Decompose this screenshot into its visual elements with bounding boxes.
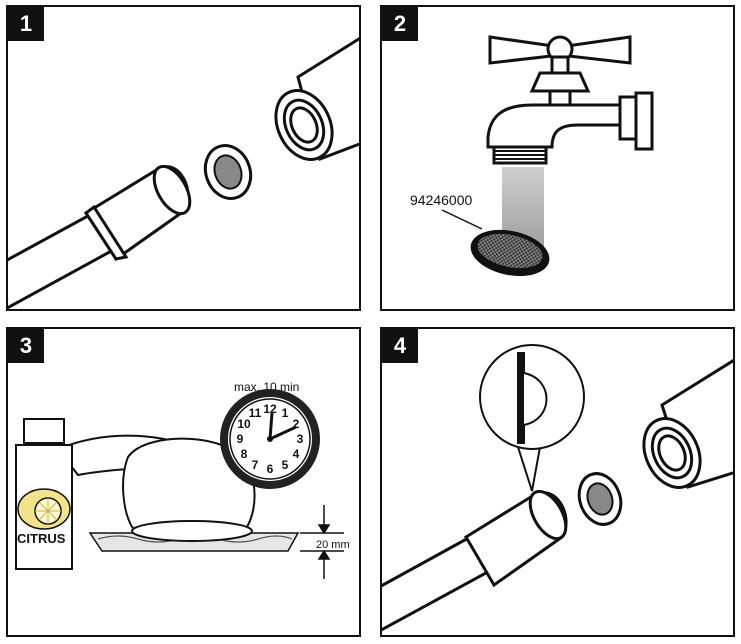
part-number-label: 94246000 [410, 192, 473, 208]
part-number-leader [441, 209, 483, 230]
faucet-filter-illustration: 94246000 [410, 35, 654, 277]
handle-connector [274, 37, 359, 161]
panel-1: 1 [6, 5, 361, 311]
panel-2: 2 [380, 5, 735, 311]
clock-numeral: 8 [241, 447, 248, 461]
clock-caption: max. 10 min [234, 380, 299, 394]
hose-disassembly-illustration [8, 37, 359, 309]
clock-numeral: 12 [263, 402, 277, 416]
depth-label: 20 mm [316, 539, 350, 551]
panel-3: 3 CITRUS max. 10 min [6, 327, 361, 637]
lemon-icon [17, 488, 71, 530]
faucet-thread [494, 150, 546, 160]
clock-numeral: 5 [282, 458, 289, 472]
clock-numeral: 7 [252, 458, 259, 472]
step-number-badge: 3 [8, 329, 44, 363]
mesh-filter-disc [470, 229, 550, 277]
depth-dimension [300, 505, 344, 579]
panel-4: 4 [380, 327, 735, 637]
clock-numeral: 6 [267, 462, 274, 476]
handle-connector [642, 359, 733, 489]
step-number-badge: 4 [382, 329, 418, 363]
clock-numeral: 4 [293, 447, 300, 461]
clock-numeral: 1 [282, 406, 289, 420]
faucet-body [486, 91, 654, 165]
filter-washer [203, 144, 253, 200]
faucet-handle [488, 35, 632, 107]
step-number-badge: 1 [8, 7, 44, 41]
filter-washer [577, 472, 623, 526]
shower-head [56, 434, 256, 542]
clock-numeral: 2 [293, 417, 300, 431]
reassembly-illustration [382, 344, 733, 632]
clock-numeral: 11 [249, 406, 262, 420]
clock-numeral: 10 [237, 417, 251, 431]
bottle-label: CITRUS [17, 531, 66, 546]
hose-nut [463, 489, 568, 588]
step-number-badge: 2 [382, 7, 418, 41]
detail-magnifier [479, 344, 585, 492]
clock-numeral: 9 [237, 432, 244, 446]
clock-numeral: 3 [297, 432, 304, 446]
hose-nut [83, 164, 192, 262]
